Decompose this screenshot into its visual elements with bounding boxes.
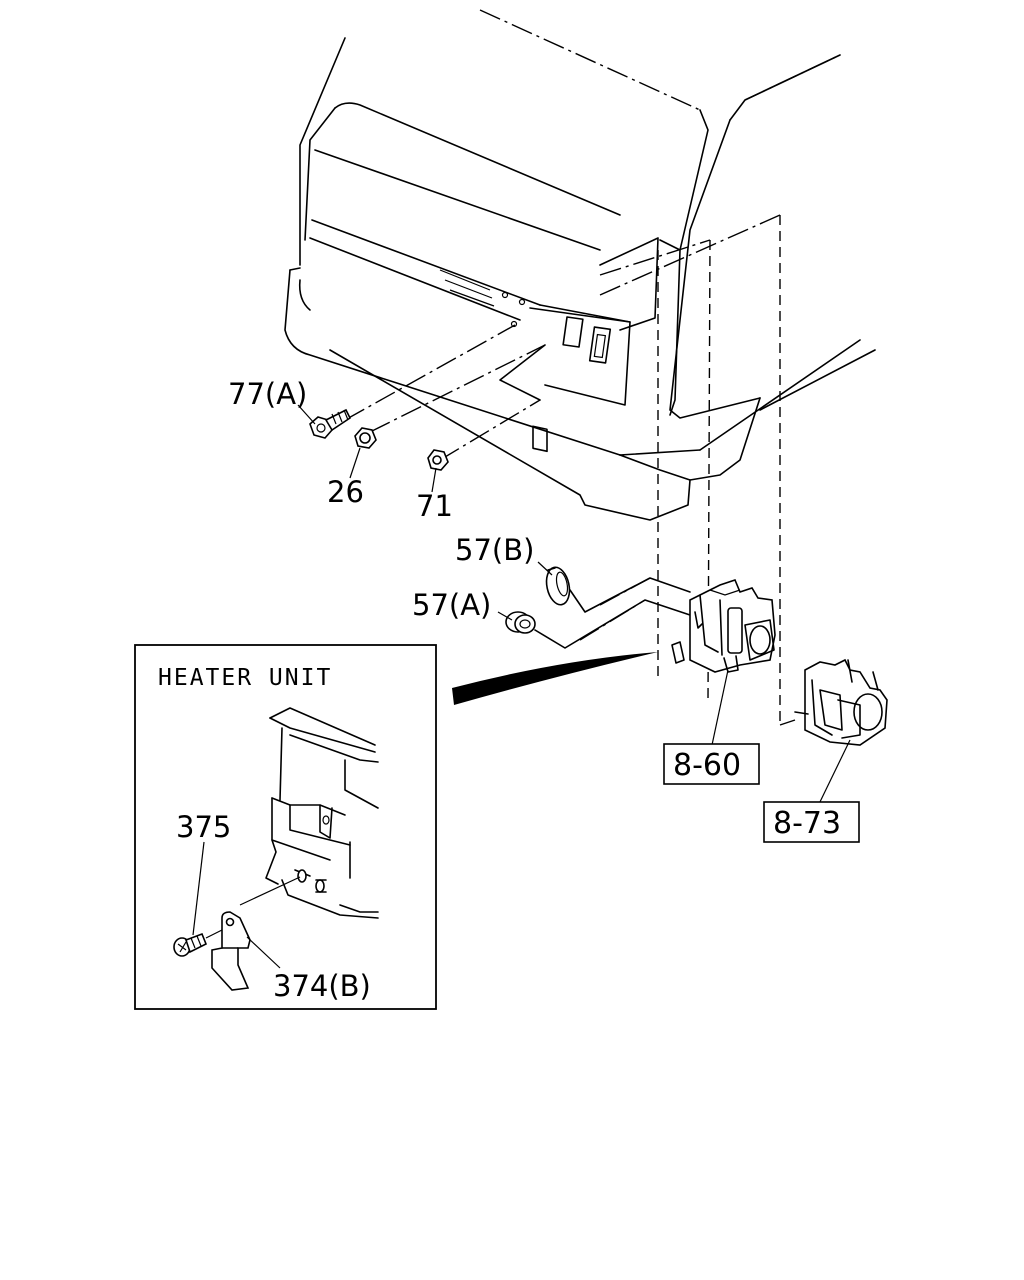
blower-unit-8-73: [794, 658, 888, 746]
callout-leaders: [297, 404, 851, 807]
heater-unit-inset: HEATER UNIT: [134, 644, 437, 1010]
inset-heater-housing: [239, 707, 379, 919]
inset-title: HEATER UNIT: [158, 665, 332, 691]
inset-screw-375: [173, 929, 223, 957]
nut-26: [354, 427, 377, 449]
label-77a: 77(A): [228, 377, 307, 411]
label-57a: 57(A): [412, 588, 491, 622]
grommet-57a: [505, 611, 536, 634]
grommet-57b: [545, 566, 571, 606]
ref-box-8-60: 8-60: [663, 743, 760, 785]
ref-box-8-73: 8-73: [763, 801, 860, 843]
heater-unit-8-60: [671, 579, 776, 673]
label-374b: 374(B): [273, 969, 371, 1003]
inset-pointer: [452, 652, 658, 705]
ref-8-60-label: 8-60: [673, 748, 741, 783]
inset-bracket-374b: [211, 911, 251, 991]
label-375: 375: [176, 810, 231, 844]
ref-8-73-label: 8-73: [773, 806, 841, 841]
label-71: 71: [416, 489, 453, 523]
guide-lines: [344, 214, 796, 726]
label-57b: 57(B): [455, 533, 534, 567]
label-26: 26: [327, 475, 364, 509]
cab-outline: [284, 9, 876, 521]
nut-71: [427, 449, 449, 471]
bolt-77a: [309, 408, 352, 439]
